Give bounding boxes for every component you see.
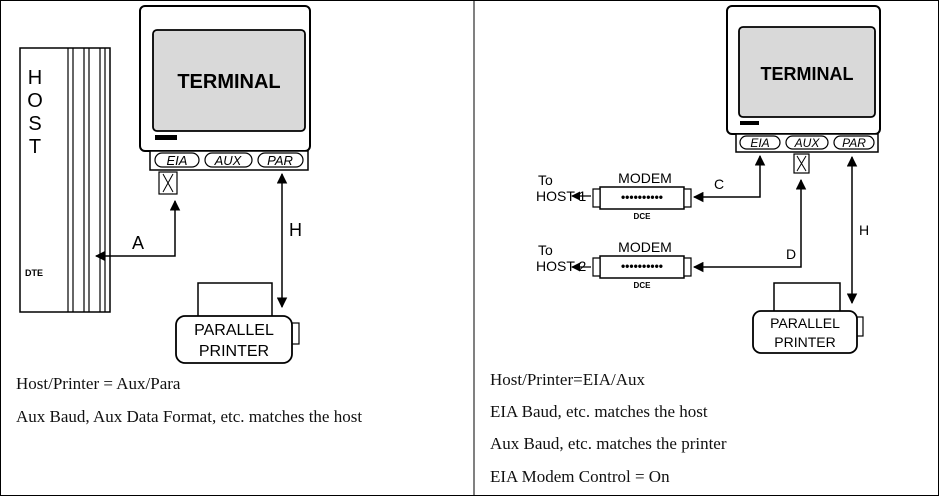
modem-1-to-label: To — [538, 172, 553, 188]
host-letter: T — [29, 136, 41, 158]
right-caption-1: Host/Printer=EIA/Aux — [490, 369, 930, 391]
modem-1-dce-label: DCE — [634, 212, 652, 221]
cable-c-label: C — [714, 176, 724, 192]
cable-a-label: A — [132, 233, 144, 253]
terminal-label: TERMINAL — [177, 71, 280, 93]
cable-h-label: H — [859, 222, 869, 238]
cable-c — [694, 156, 760, 197]
parallel-printer: PARALLEL PRINTER — [176, 283, 299, 363]
parallel-printer: PARALLEL PRINTER — [753, 283, 863, 353]
port-strip: EIA AUX PAR — [736, 134, 878, 152]
modem-1-pins: •••••••••• — [621, 190, 663, 204]
modem-2: MODEM •••••••••• DCE To HOST 2 — [536, 239, 691, 290]
modem-2-dce-label: DCE — [634, 281, 652, 290]
brand-badge — [155, 135, 177, 140]
modem-2-pins: •••••••••• — [621, 259, 663, 273]
aux-connector — [794, 154, 809, 173]
host-letter: H — [28, 67, 42, 89]
left-caption-1: Host/Printer = Aux/Para — [16, 373, 461, 395]
terminal-monitor: TERMINAL — [727, 6, 880, 134]
right-caption-4: EIA Modem Control = On — [490, 466, 930, 488]
brand-badge — [740, 121, 759, 125]
port-strip: EIA AUX PAR — [150, 151, 308, 170]
cable-h-label: H — [289, 220, 302, 240]
modem-1-title: MODEM — [618, 170, 672, 186]
host-cabinet: H O S T DTE — [20, 48, 110, 312]
aux-connector — [159, 172, 177, 194]
eia-port-label: EIA — [750, 136, 769, 150]
modem-2-to-label: To — [538, 242, 553, 258]
aux-port-label: AUX — [214, 153, 243, 168]
par-port-label: PAR — [267, 153, 293, 168]
host-letter: O — [27, 90, 43, 112]
printer-label-line1: PARALLEL — [194, 322, 274, 339]
modem-2-host-label: HOST 2 — [536, 258, 587, 274]
printer-label-line2: PRINTER — [774, 334, 835, 350]
aux-port-label: AUX — [794, 136, 821, 150]
left-panel: H O S T DTE TERMINAL EIA AUX PAR — [20, 6, 310, 363]
terminal-label: TERMINAL — [761, 64, 854, 84]
cable-d — [694, 180, 801, 267]
left-caption-2: Aux Baud, Aux Data Format, etc. matches … — [16, 406, 461, 428]
cable-d-label: D — [786, 246, 796, 262]
right-panel: TERMINAL EIA AUX PAR MODEM •••••••••• D — [536, 6, 880, 353]
dte-label: DTE — [25, 268, 43, 278]
modem-2-title: MODEM — [618, 239, 672, 255]
printer-label-line2: PRINTER — [199, 343, 269, 360]
host-letter: S — [28, 113, 41, 135]
terminal-monitor: TERMINAL — [140, 6, 310, 151]
eia-port-label: EIA — [167, 153, 188, 168]
printer-label-line1: PARALLEL — [770, 315, 840, 331]
right-caption-3: Aux Baud, etc. matches the printer — [490, 433, 930, 455]
par-port-label: PAR — [842, 136, 866, 150]
modem-1: MODEM •••••••••• DCE To HOST 1 — [536, 170, 691, 221]
right-caption-2: EIA Baud, etc. matches the host — [490, 401, 930, 423]
